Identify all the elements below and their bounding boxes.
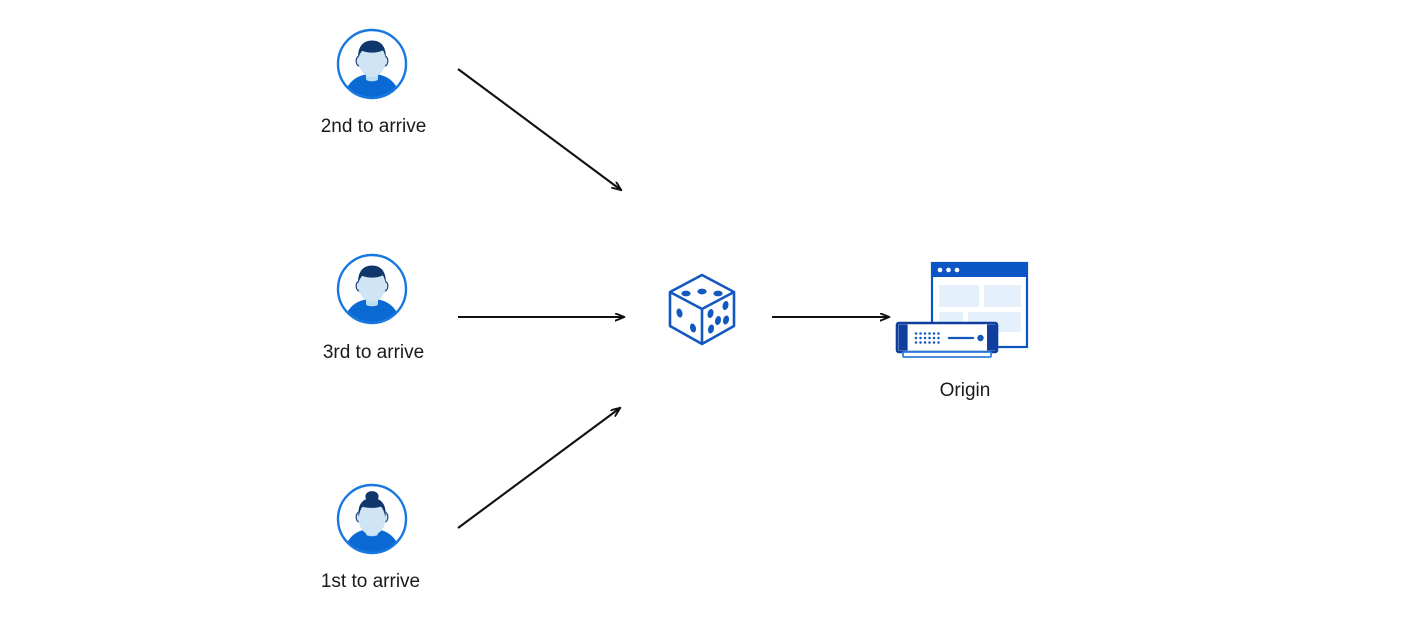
server-box-icon <box>895 321 999 358</box>
edge-1st-to-dice <box>457 408 620 529</box>
server-led-icon <box>977 334 984 342</box>
node-label-client-2nd: 2nd to arrive <box>320 116 427 137</box>
node-label-client-3rd: 3rd to arrive <box>322 342 425 363</box>
dice-icon <box>668 273 736 346</box>
node-randomizer[interactable] <box>660 268 744 352</box>
node-client-2nd[interactable] <box>336 28 408 100</box>
user-avatar-short-hair-icon <box>336 28 408 100</box>
node-origin[interactable] <box>890 255 1035 365</box>
user-avatar-bun-hair-icon <box>336 483 408 555</box>
edge-2nd-to-dice <box>457 68 621 190</box>
node-client-1st[interactable] <box>336 483 408 555</box>
node-label-client-1st: 1st to arrive <box>320 571 421 592</box>
user-avatar-short-hair-icon <box>336 253 408 325</box>
origin-server-browser-icon <box>895 261 1029 358</box>
node-label-origin: Origin <box>939 380 991 401</box>
node-client-3rd[interactable] <box>336 253 408 325</box>
